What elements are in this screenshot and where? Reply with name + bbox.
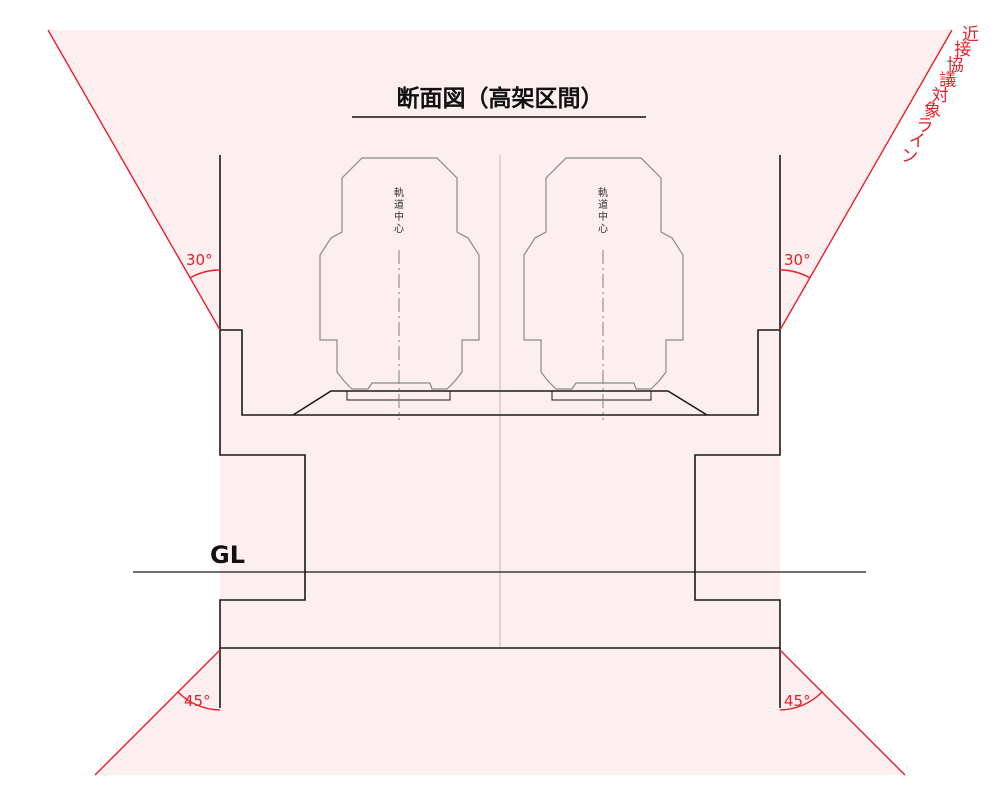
vehicle-right: 軌道中心 [523, 157, 684, 420]
arc-upper-right [779, 269, 811, 279]
angle-label-upper-right: 30° [784, 251, 811, 269]
vehicle-left: 軌道中心 [319, 157, 480, 420]
influence-zone [48, 30, 952, 775]
arc-upper-left [189, 269, 221, 279]
arc-lower-right [779, 691, 823, 711]
upper-left-30deg-line [47, 29, 221, 331]
diagram-title: 断面図（高架区間） [397, 85, 604, 112]
lower-right-45deg-line [779, 649, 906, 776]
ground-level-label: GL [210, 541, 245, 569]
proximity-zone-label: 近接協議対象ライン [901, 25, 979, 167]
angle-label-upper-left: 30° [186, 251, 213, 269]
girder-outline-left [219, 330, 306, 708]
lower-left-45deg-line [94, 649, 221, 776]
right-track-slab [551, 390, 652, 401]
track-center-label-left: 軌道中心 [394, 186, 404, 235]
zone-upper-right [500, 30, 952, 640]
proximity-lines [47, 29, 953, 776]
track-ballast [292, 390, 708, 416]
vehicle-gauge-right [523, 157, 684, 390]
zone-upper-left [48, 30, 500, 640]
zone-lower [95, 640, 905, 775]
angle-label-lower-left: 45° [184, 692, 211, 710]
track-center-label-right: 軌道中心 [598, 186, 608, 235]
angle-label-lower-right: 45° [784, 692, 811, 710]
vehicle-gauge-left [319, 157, 480, 390]
upper-right-30deg-line [779, 29, 953, 331]
arc-lower-left [177, 691, 221, 711]
